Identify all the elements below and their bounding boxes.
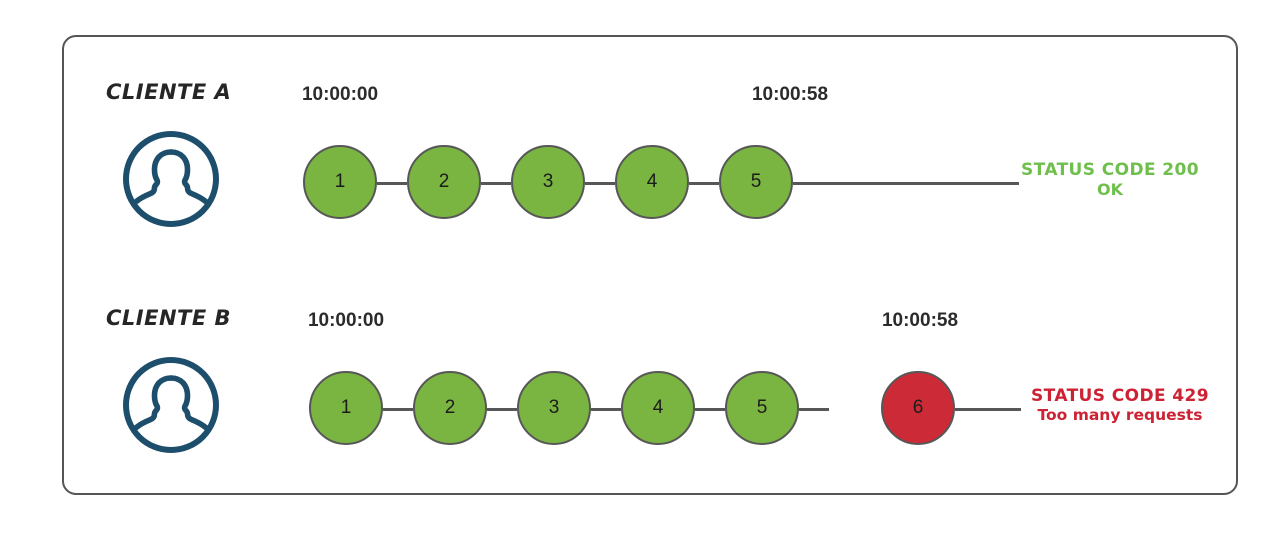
request-node[interactable]: 3	[511, 145, 585, 219]
request-node[interactable]: 3	[517, 371, 591, 445]
client-label-a: CLIENTE A	[106, 80, 232, 104]
response-line-a	[793, 182, 1019, 185]
client-label-b: CLIENTE B	[106, 306, 232, 330]
status-text-line: Too many requests	[1037, 406, 1203, 425]
timestamp-end-a: 10:00:58	[751, 84, 829, 105]
request-node[interactable]: 4	[615, 145, 689, 219]
request-node[interactable]: 5	[725, 371, 799, 445]
request-node[interactable]: 2	[407, 145, 481, 219]
response-line-b	[955, 408, 1021, 411]
status-badge-a: STATUS CODE 200 OK	[1021, 160, 1199, 200]
connector	[481, 182, 511, 185]
connector	[585, 182, 615, 185]
connector	[591, 408, 621, 411]
timestamp-start-b: 10:00:00	[307, 310, 385, 331]
timestamp-end-b: 10:00:58	[881, 310, 959, 331]
request-node[interactable]: 1	[309, 371, 383, 445]
request-node-rate-limited[interactable]: 6	[881, 371, 955, 445]
status-text-line: OK	[1096, 180, 1123, 200]
connector	[383, 408, 413, 411]
connector	[689, 182, 719, 185]
connector	[799, 408, 829, 411]
timestamp-start-a: 10:00:00	[301, 84, 379, 105]
request-node[interactable]: 1	[303, 145, 377, 219]
connector	[695, 408, 725, 411]
status-code-line: STATUS CODE 429	[1031, 386, 1209, 406]
status-badge-b: STATUS CODE 429 Too many requests	[1031, 386, 1209, 425]
request-node[interactable]: 4	[621, 371, 695, 445]
request-node[interactable]: 5	[719, 145, 793, 219]
status-code-line: STATUS CODE 200	[1021, 160, 1199, 180]
person-avatar-icon	[120, 128, 222, 230]
connector	[377, 182, 407, 185]
request-node[interactable]: 2	[413, 371, 487, 445]
connector	[487, 408, 517, 411]
person-avatar-icon	[120, 354, 222, 456]
